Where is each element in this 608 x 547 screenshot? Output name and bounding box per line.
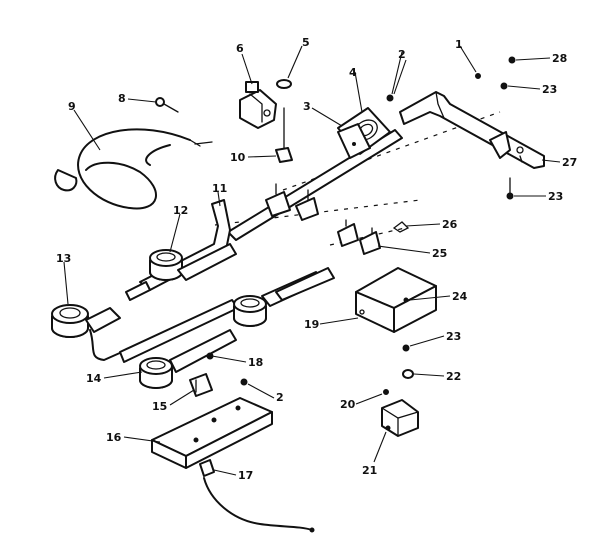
callout-19: 19 [304, 318, 319, 331]
capillary-tube [54, 128, 213, 210]
callout-26: 26 [442, 218, 458, 231]
callout-22: 22 [446, 370, 461, 383]
burner-front [119, 299, 239, 389]
callout-23-top: 23 [542, 83, 557, 96]
callout-23-bracket: 23 [548, 190, 563, 203]
screw-23-top [500, 82, 508, 90]
orifice-nut [275, 107, 293, 163]
callout-16: 16 [106, 431, 122, 444]
tube-clip [155, 97, 179, 113]
orifice-26 [392, 221, 410, 233]
callout-5: 5 [302, 36, 310, 49]
valve-far-right [359, 227, 381, 255]
callout-8: 8 [118, 92, 126, 105]
callout-4: 4 [349, 66, 357, 79]
burner-left [51, 304, 123, 362]
screw-28 [508, 56, 516, 64]
screw-2-lower [240, 378, 248, 386]
callout-9: 9 [68, 100, 76, 113]
callout-17: 17 [238, 469, 253, 482]
callout-1: 1 [455, 38, 463, 51]
callout-23-lower: 23 [446, 330, 461, 343]
screw-2-upper [386, 94, 394, 102]
callout-25: 25 [432, 247, 447, 260]
igniter [199, 459, 315, 533]
callout-14: 14 [86, 372, 102, 385]
screw-23-lower [402, 344, 410, 352]
callout-20: 20 [340, 398, 356, 411]
switch-screw [383, 389, 389, 395]
pressure-regulator [239, 81, 277, 129]
switch-nut [402, 369, 414, 379]
callout-18: 18 [248, 356, 263, 369]
callout-2-upper: 2 [398, 48, 406, 61]
callout-15: 15 [152, 400, 167, 413]
burner-rear-right [233, 267, 335, 327]
callout-11: 11 [212, 182, 227, 195]
valve-right [337, 219, 359, 247]
callout-labels: 1 2 3 4 5 6 8 9 10 11 12 13 14 15 16 17 … [56, 36, 577, 482]
burner-upper [125, 243, 237, 301]
mounting-bracket-lower [151, 397, 273, 469]
callout-28: 28 [552, 52, 567, 65]
callout-12: 12 [173, 204, 188, 217]
igniter-switch [381, 399, 419, 437]
mounting-plate [337, 123, 371, 159]
valve-center [295, 189, 319, 221]
leader-lines [63, 45, 561, 476]
screw-23-bracket [506, 177, 514, 200]
spark-module [355, 267, 437, 333]
callout-13: 13 [56, 252, 71, 265]
callout-24: 24 [452, 290, 468, 303]
regulator-spacer [276, 79, 292, 89]
callout-10: 10 [230, 151, 246, 164]
callout-21: 21 [362, 464, 377, 477]
callout-27: 27 [562, 156, 577, 169]
burner-support [189, 373, 213, 397]
callout-3: 3 [303, 100, 311, 113]
manifold-bracket [399, 91, 545, 169]
callout-2-lower: 2 [276, 391, 284, 404]
screw-1 [475, 73, 481, 79]
valve-left [265, 183, 291, 217]
callout-6: 6 [236, 42, 244, 55]
